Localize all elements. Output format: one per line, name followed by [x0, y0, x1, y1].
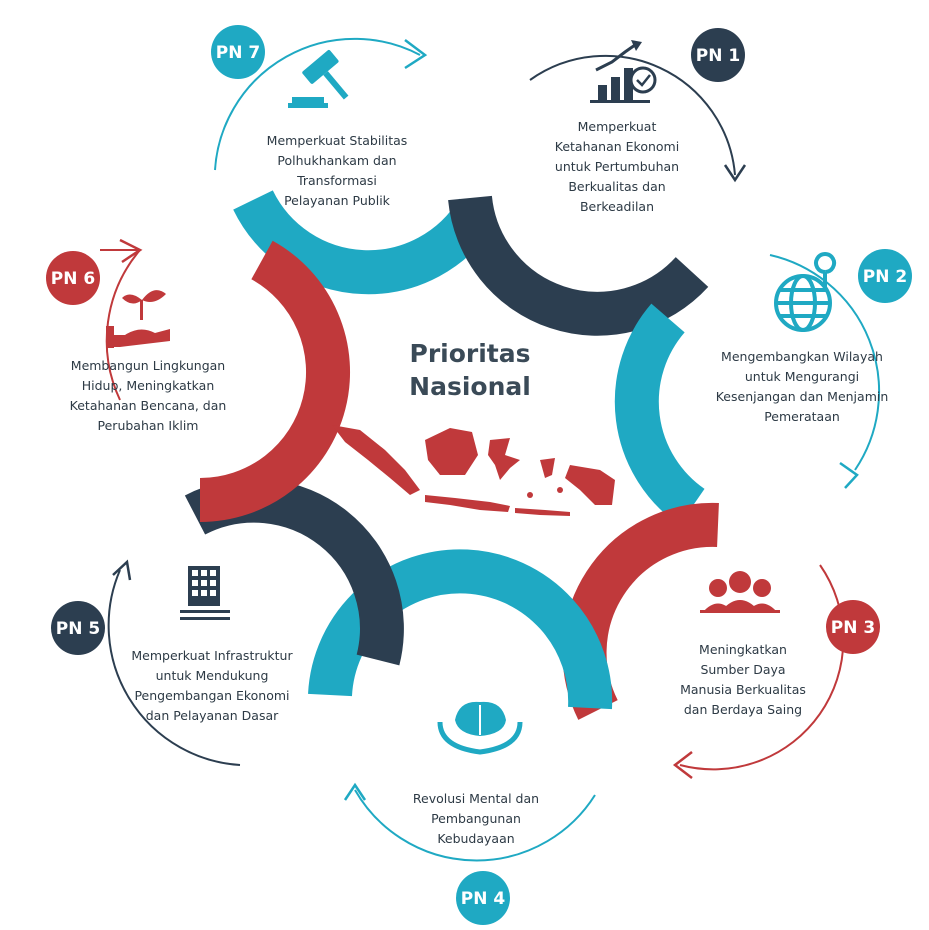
outer-arc-pn7 [214, 37, 421, 171]
description-line: untuk Mengurangi [745, 369, 859, 384]
badges: PN 1 PN 2 PN 3 PN 4 PN 5 PN 6 PN 7 [46, 25, 912, 925]
outer-arc-pn5 [107, 569, 241, 766]
description-line: Manusia Berkualitas [680, 682, 806, 697]
badge-pn6: PN 6 [46, 251, 100, 305]
description-line: Berkualitas dan [568, 179, 665, 194]
brain-hands-icon [437, 701, 523, 755]
description-line: dan Berdaya Saing [684, 702, 802, 717]
description-line: Pengembangan Ekonomi [134, 688, 289, 703]
badge-pn4-label: PN 4 [461, 889, 506, 909]
people-group-icon [700, 571, 780, 613]
arrowhead-icon [839, 461, 859, 489]
ring-arc-pn6 [199, 240, 350, 522]
badge-pn4: PN 4 [456, 871, 510, 925]
description-line: dan Pelayanan Dasar [146, 708, 279, 723]
central-ring [184, 189, 719, 720]
indonesia-map-icon [332, 425, 615, 516]
building-icon [180, 566, 230, 620]
outer-arc-pn6 [105, 249, 141, 401]
globe-location-icon [774, 252, 837, 332]
outer-arc-pn1 [529, 54, 736, 176]
description-line: Memperkuat [578, 119, 657, 134]
description-line: untuk Pertumbuhan [555, 159, 679, 174]
badge-pn6-label: PN 6 [51, 269, 95, 289]
ring-arc-pn7 [233, 189, 497, 295]
description-line: Sumber Daya [700, 662, 785, 677]
gavel-icon [288, 50, 349, 108]
badge-pn7-label: PN 7 [216, 43, 260, 63]
badge-pn1-label: PN 1 [696, 46, 740, 66]
plant-hand-icon [106, 290, 170, 348]
description-line: Memperkuat Infrastruktur [131, 648, 293, 663]
arrowhead-icon [112, 559, 132, 581]
growth-chart-icon [590, 40, 657, 103]
description-line: Ketahanan Bencana, dan [70, 398, 227, 413]
description-line: Kebudayaan [437, 831, 514, 846]
center-title-line2: Nasional [409, 372, 531, 401]
description-line: Revolusi Mental dan [413, 791, 539, 806]
description-line: Memperkuat Stabilitas [267, 133, 408, 148]
description-line: Pemerataan [764, 409, 840, 424]
badge-pn2-label: PN 2 [863, 267, 907, 287]
badge-pn3-label: PN 3 [831, 618, 875, 638]
badge-pn1: PN 1 [691, 28, 745, 82]
description-line: Transformasi [296, 173, 377, 188]
description-line: Perubahan Iklim [98, 418, 199, 433]
badge-pn3: PN 3 [826, 600, 880, 654]
description-line: Kesenjangan dan Menjamin [716, 389, 889, 404]
description-line: Pelayanan Publik [284, 193, 391, 208]
outer-arc-pn4 [354, 789, 596, 862]
center: Prioritas Nasional [332, 339, 615, 516]
badge-pn2: PN 2 [858, 249, 912, 303]
arrowhead-icon [404, 39, 428, 70]
arrowhead-icon [343, 782, 367, 801]
description-line: untuk Mendukung [156, 668, 269, 683]
badge-pn7: PN 7 [211, 25, 265, 79]
description-line: Polhukhankam dan [277, 153, 396, 168]
badge-pn5: PN 5 [51, 601, 105, 655]
description-line: Pembangunan [431, 811, 521, 826]
description-line: Hidup, Meningkatkan [82, 378, 215, 393]
description-line: Berkeadilan [580, 199, 654, 214]
outer-arc-pn2 [769, 254, 880, 471]
badge-pn5-label: PN 5 [56, 619, 100, 639]
ring-arc-pn1 [448, 195, 709, 336]
arrowhead-icon [672, 751, 693, 779]
ring-arc-pn2 [614, 303, 706, 526]
description-line: Membangun Lingkungan [71, 358, 225, 373]
description-line: Ketahanan Ekonomi [555, 139, 679, 154]
arrowhead-icon [723, 164, 747, 183]
description-line: Meningkatkan [699, 642, 787, 657]
description-line: Mengembangkan Wilayah [721, 349, 883, 364]
ring-arc-pn4 [308, 549, 613, 710]
center-title-line1: Prioritas [410, 339, 531, 368]
